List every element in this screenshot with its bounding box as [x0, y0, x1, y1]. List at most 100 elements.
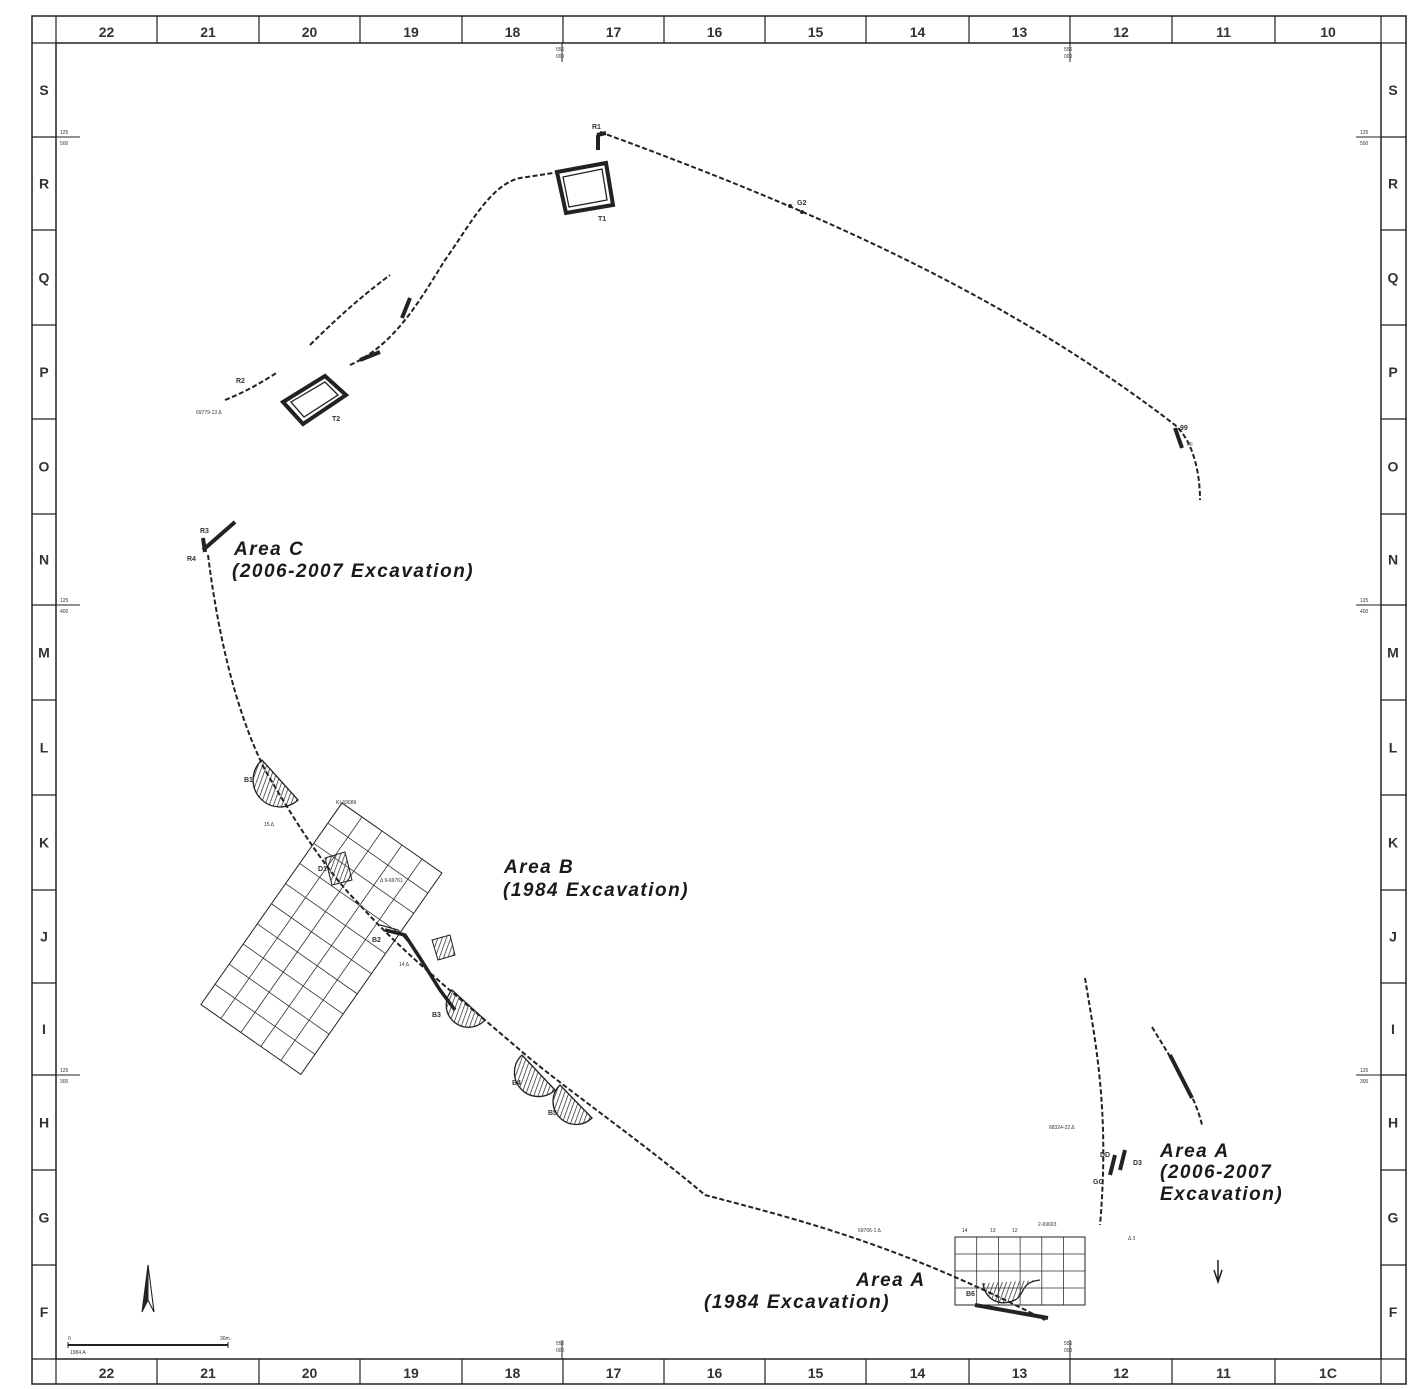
row-label-right: O [1388, 459, 1399, 475]
bastions [252, 759, 1041, 1304]
column-label-bottom: 19 [403, 1365, 419, 1381]
row-label-left: N [39, 552, 49, 568]
row-label-right: P [1388, 364, 1397, 380]
wall-west [207, 554, 1046, 1321]
label-d1: D1 [318, 866, 327, 873]
area-c-period: (2006-2007 Excavation) [232, 561, 474, 582]
label-dd: DD [1100, 1152, 1110, 1159]
svg-text:125: 125 [60, 598, 69, 604]
area-a-2006-line2: (2006-2007 [1160, 1162, 1272, 1183]
label-r4: R4 [187, 556, 196, 563]
row-label-right: F [1389, 1304, 1398, 1320]
sample-2-69693: 2-69693 [1038, 1222, 1057, 1228]
area-a-2006-line3: Excavation) [1160, 1184, 1283, 1205]
sample-3: Δ 3 [1128, 1236, 1135, 1242]
coord-mark-500-left: 125 500 [56, 130, 80, 147]
row-label-right: S [1388, 82, 1397, 98]
row-label-left: H [39, 1115, 49, 1131]
area-b-name: Area B [503, 857, 574, 878]
coord-mark-bottom-b: 556 000 [1064, 1340, 1073, 1359]
scale-end: 30m. [220, 1336, 231, 1342]
sample-15: 15 Δ [264, 822, 275, 828]
row-label-right: J [1389, 929, 1397, 945]
svg-text:125: 125 [1360, 1068, 1369, 1074]
coord-mark-top-b: 556 000 [1064, 43, 1073, 62]
area-b-excavation-grid [200, 802, 457, 1076]
svg-text:556: 556 [1064, 1341, 1073, 1347]
wall-north-west-b [349, 171, 561, 366]
column-label-bottom: 21 [200, 1365, 216, 1381]
column-label-bottom: 1C [1319, 1365, 1337, 1381]
sample-69706: 69706-1 Δ [858, 1228, 881, 1234]
area-a-1984-name: Area A [855, 1270, 926, 1291]
row-label-left: Q [39, 270, 50, 286]
column-label-top: 19 [403, 24, 419, 40]
row-label-left: L [40, 740, 49, 756]
label-99: 99 [1180, 425, 1188, 432]
row-label-left: M [38, 645, 50, 661]
row-label-left: K [39, 835, 49, 851]
svg-text:000: 000 [1064, 54, 1073, 60]
column-label-top: 20 [302, 24, 318, 40]
coord-mark-top-a: 556 000 [556, 43, 565, 62]
svg-text:14: 14 [962, 1228, 968, 1234]
sample-ki-69689: KI-69689 [336, 800, 357, 806]
area-a-1984-label: Area A (1984 Excavation) [704, 1270, 926, 1313]
coord-mark-500-right: 125 500 [1356, 130, 1381, 147]
label-b2: B2 [372, 937, 381, 944]
label-b3: B3 [432, 1012, 441, 1019]
bottom-column-ticks [55, 1359, 1382, 1384]
sample-69779: 69779-13 Δ [196, 410, 222, 416]
row-label-right: H [1388, 1115, 1398, 1131]
area-b-label: Area B (1984 Excavation) [503, 857, 689, 901]
row-label-left: O [39, 459, 50, 475]
row-label-right: M [1387, 645, 1399, 661]
coord-mark-300-left: 125 300 [56, 1068, 80, 1085]
row-label-left: F [40, 1304, 49, 1320]
row-label-right: G [1388, 1210, 1399, 1226]
left-row-ticks [32, 42, 56, 1360]
svg-text:000: 000 [556, 54, 565, 60]
svg-text:12: 12 [1012, 1228, 1018, 1234]
svg-text:125: 125 [60, 130, 69, 136]
svg-text:400: 400 [1360, 609, 1369, 615]
row-label-left: P [39, 364, 48, 380]
row-label-right: R [1388, 176, 1398, 192]
scale-bar: 0 30m. 1984 A [67, 1336, 231, 1356]
right-row-ticks [1381, 42, 1406, 1360]
column-label-top: 17 [606, 24, 622, 40]
column-label-top: 12 [1113, 24, 1129, 40]
coord-mark-bottom-a: 556 000 [556, 1340, 565, 1359]
coordinate-marks: 125 500 125 500 125 400 125 400 125 300 … [56, 43, 1381, 1359]
row-label-right: I [1391, 1021, 1395, 1037]
svg-text:556: 556 [556, 47, 565, 53]
row-label-right: Q [1388, 270, 1399, 286]
coord-mark-300-right: 125 300 [1356, 1068, 1381, 1085]
sample-14: 14 Δ [399, 962, 410, 968]
column-label-bottom: 20 [302, 1365, 318, 1381]
enclosure-wall [207, 131, 1203, 1321]
label-r1: R1 [592, 124, 601, 131]
svg-text:400: 400 [60, 609, 69, 615]
column-label-bottom: 18 [505, 1365, 521, 1381]
bastion-b5 [552, 1084, 593, 1126]
column-label-top: 13 [1012, 24, 1028, 40]
bastion-b4 [513, 1054, 556, 1098]
coord-mark-400-right: 125 400 [1356, 598, 1381, 615]
area-b-period: (1984 Excavation) [503, 880, 689, 901]
svg-text:000: 000 [556, 1348, 565, 1354]
wall-r2-segment [224, 371, 279, 401]
row-label-right: K [1388, 835, 1398, 851]
svg-text:000: 000 [1064, 1348, 1073, 1354]
svg-text:556: 556 [556, 1341, 565, 1347]
wall-east-a [1084, 977, 1105, 1226]
column-label-top: 16 [707, 24, 723, 40]
label-gg: GG [1093, 1179, 1104, 1186]
row-label-right: N [1388, 552, 1398, 568]
column-label-bottom: 13 [1012, 1365, 1028, 1381]
wall-north-west [309, 274, 391, 346]
column-label-top: 14 [910, 24, 926, 40]
area-a-2006-label: Area A (2006-2007 Excavation) [1159, 1141, 1283, 1205]
label-ff: FF [1187, 442, 1193, 448]
